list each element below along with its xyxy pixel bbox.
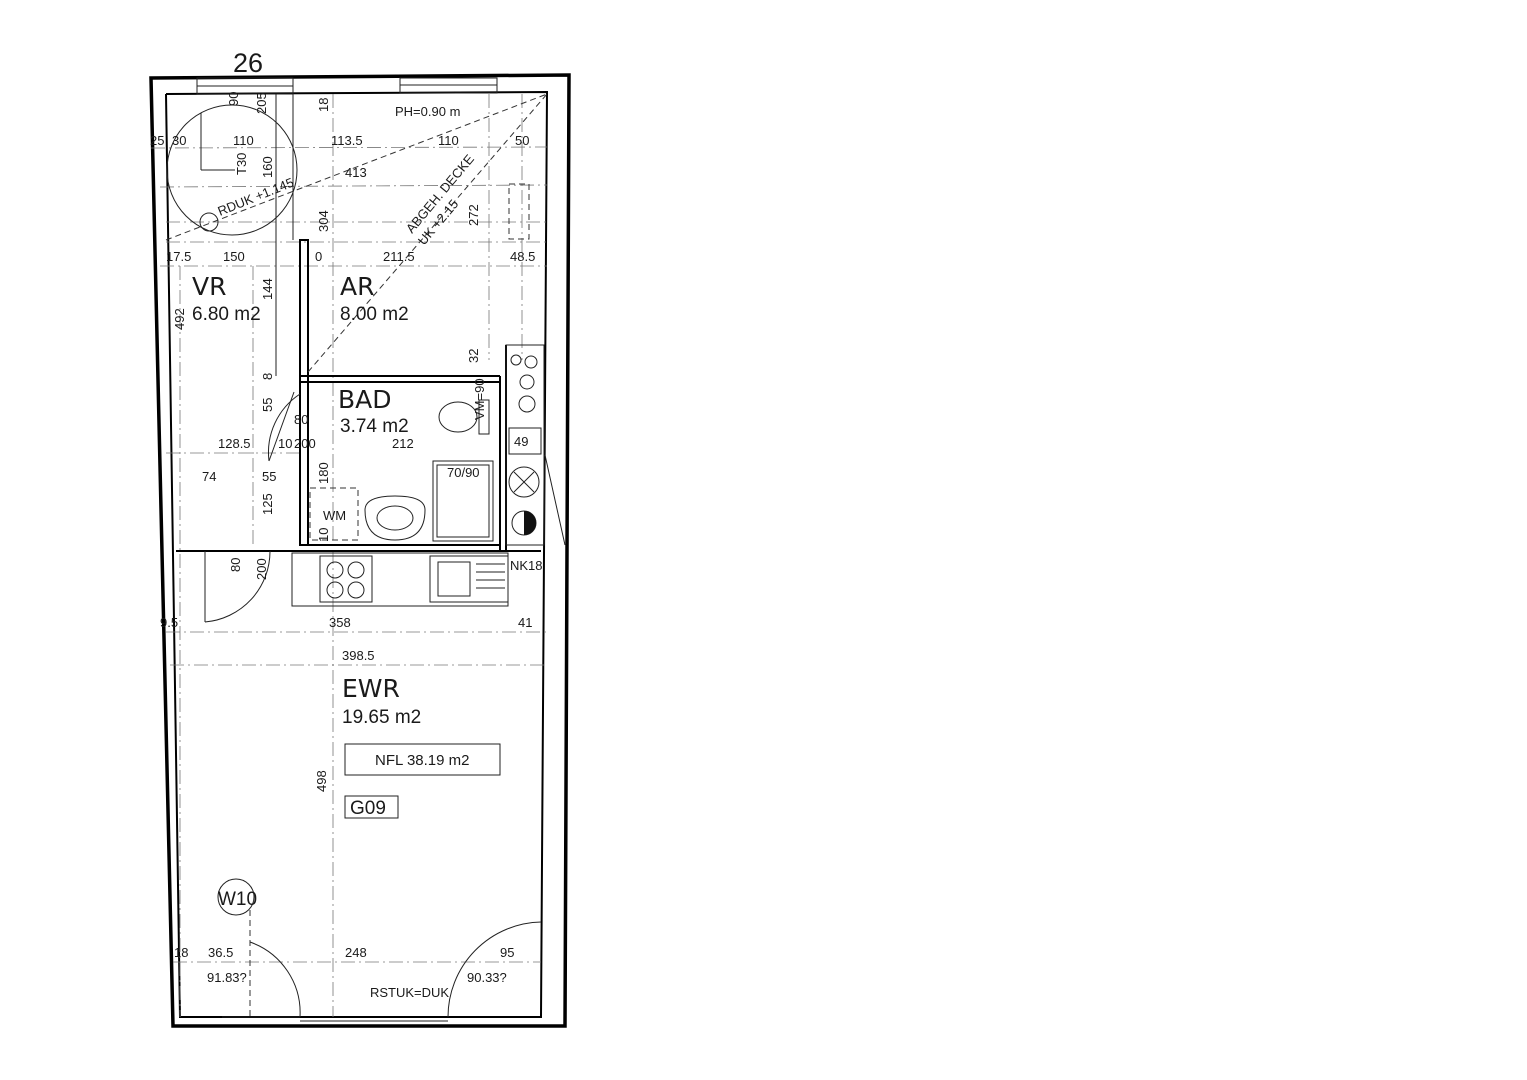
dim-label: 413 [345, 165, 367, 180]
dim-label: 180 [316, 462, 331, 484]
note-vm: VM=90 [472, 378, 487, 420]
dim-label: 48.5 [510, 249, 535, 264]
toilet-icon [438, 399, 490, 435]
dim-label: 74 [202, 469, 216, 484]
dim-label: 18 [174, 945, 188, 960]
dim-label: 55 [260, 398, 275, 412]
room-area-vr: 6.80 m2 [192, 304, 261, 325]
dim-label: 95 [500, 945, 514, 960]
shower-tray-icon [432, 460, 494, 542]
dim-label: 41 [518, 615, 532, 630]
note-rstuk: RSTUK=DUK [370, 985, 449, 1000]
unit-number: G09 [350, 798, 386, 819]
dim-label: T30 [234, 153, 249, 175]
dim-label: 10 [316, 528, 331, 542]
dim-label: 160 [260, 156, 275, 178]
dim-label: 492 [172, 308, 187, 330]
dim-label: 211.5 [383, 249, 415, 264]
dim-label: 272 [466, 204, 481, 226]
dim-label: 248 [345, 945, 367, 960]
dim-label: 0 [315, 249, 322, 264]
sheet-number: 26 [233, 48, 263, 78]
room-name-vr: VR [192, 272, 226, 301]
dimension-lines [150, 94, 548, 1017]
dim-label: 90 [226, 92, 241, 106]
note-ph: PH=0.90 m [395, 104, 460, 119]
door-balcony-left [222, 910, 301, 1018]
dim-label: 150 [223, 249, 245, 264]
room-name-ewr: EWR [342, 674, 400, 703]
dim-label: 304 [316, 210, 331, 232]
dim-label: 32 [466, 349, 481, 363]
dim-label: 110 [233, 133, 254, 148]
washing-machine-icon [309, 487, 359, 541]
dim-label: 398.5 [342, 648, 375, 663]
room-area-ewr: 19.65 m2 [342, 707, 421, 728]
door-balcony-right [300, 921, 542, 1022]
dim-label: 498 [314, 770, 329, 792]
dim-label: 17.5 [166, 249, 191, 264]
dim-label: 110 [438, 133, 459, 148]
room-area-bad: 3.74 m2 [340, 416, 409, 437]
unit-box [344, 795, 399, 819]
door-bad [268, 391, 301, 462]
ceiling-diagonal [165, 93, 548, 373]
room-name-ar: AR [340, 272, 374, 301]
dim-label: 10 [278, 436, 292, 451]
note-sill-right: 90.33? [467, 970, 507, 985]
dim-label: 200 [254, 558, 269, 580]
dim-label: 49 [514, 434, 528, 449]
dim-label: 128.5 [218, 436, 251, 451]
appliance-column [505, 344, 566, 546]
dim-label: 30 [172, 133, 186, 148]
skylight-circle [166, 104, 298, 236]
dim-label: 50 [515, 133, 529, 148]
room-name-bad: BAD [338, 385, 392, 414]
window-tag-w10: W10 [217, 878, 257, 916]
dim-label: 205 [254, 92, 269, 114]
door-vr [204, 550, 271, 623]
note-wm: WM [323, 508, 346, 523]
window-top-right [399, 77, 498, 94]
dimension-labels: 25 30 110 113.5 110 50 413 17.5 150 0 21… [150, 92, 535, 960]
dim-label: 200 [294, 436, 316, 451]
nfl-total: NFL 38.19 m2 [375, 752, 470, 769]
kitchen-counter [291, 552, 509, 607]
dim-label: 212 [392, 436, 414, 451]
dim-label: 80 [228, 558, 243, 572]
nfl-box [344, 743, 501, 776]
room-area-ar: 8.00 m2 [340, 304, 409, 325]
dim-label: 113.5 [331, 133, 363, 148]
washbasin-icon [364, 495, 426, 541]
dim-label: 358 [329, 615, 351, 630]
dim-label: 144 [260, 278, 275, 300]
dim-label: 9.5 [160, 615, 178, 630]
dim-label: 80 [294, 412, 308, 427]
dim-label: 25 [150, 133, 164, 148]
window-top-left [196, 77, 294, 95]
window-tag-label: W10 [218, 889, 257, 910]
note-rduk: RDUK +1.145 [216, 175, 296, 219]
dim-label: 18 [316, 98, 331, 112]
note-shower: 70/90 [447, 465, 480, 480]
dim-label: 125 [260, 493, 275, 515]
dim-label: 55 [262, 469, 276, 484]
note-sill-left: 91.83? [207, 970, 247, 985]
dim-label: 36.5 [208, 945, 233, 960]
note-nk: NK18 [510, 558, 543, 573]
dim-label: 8 [260, 373, 275, 380]
